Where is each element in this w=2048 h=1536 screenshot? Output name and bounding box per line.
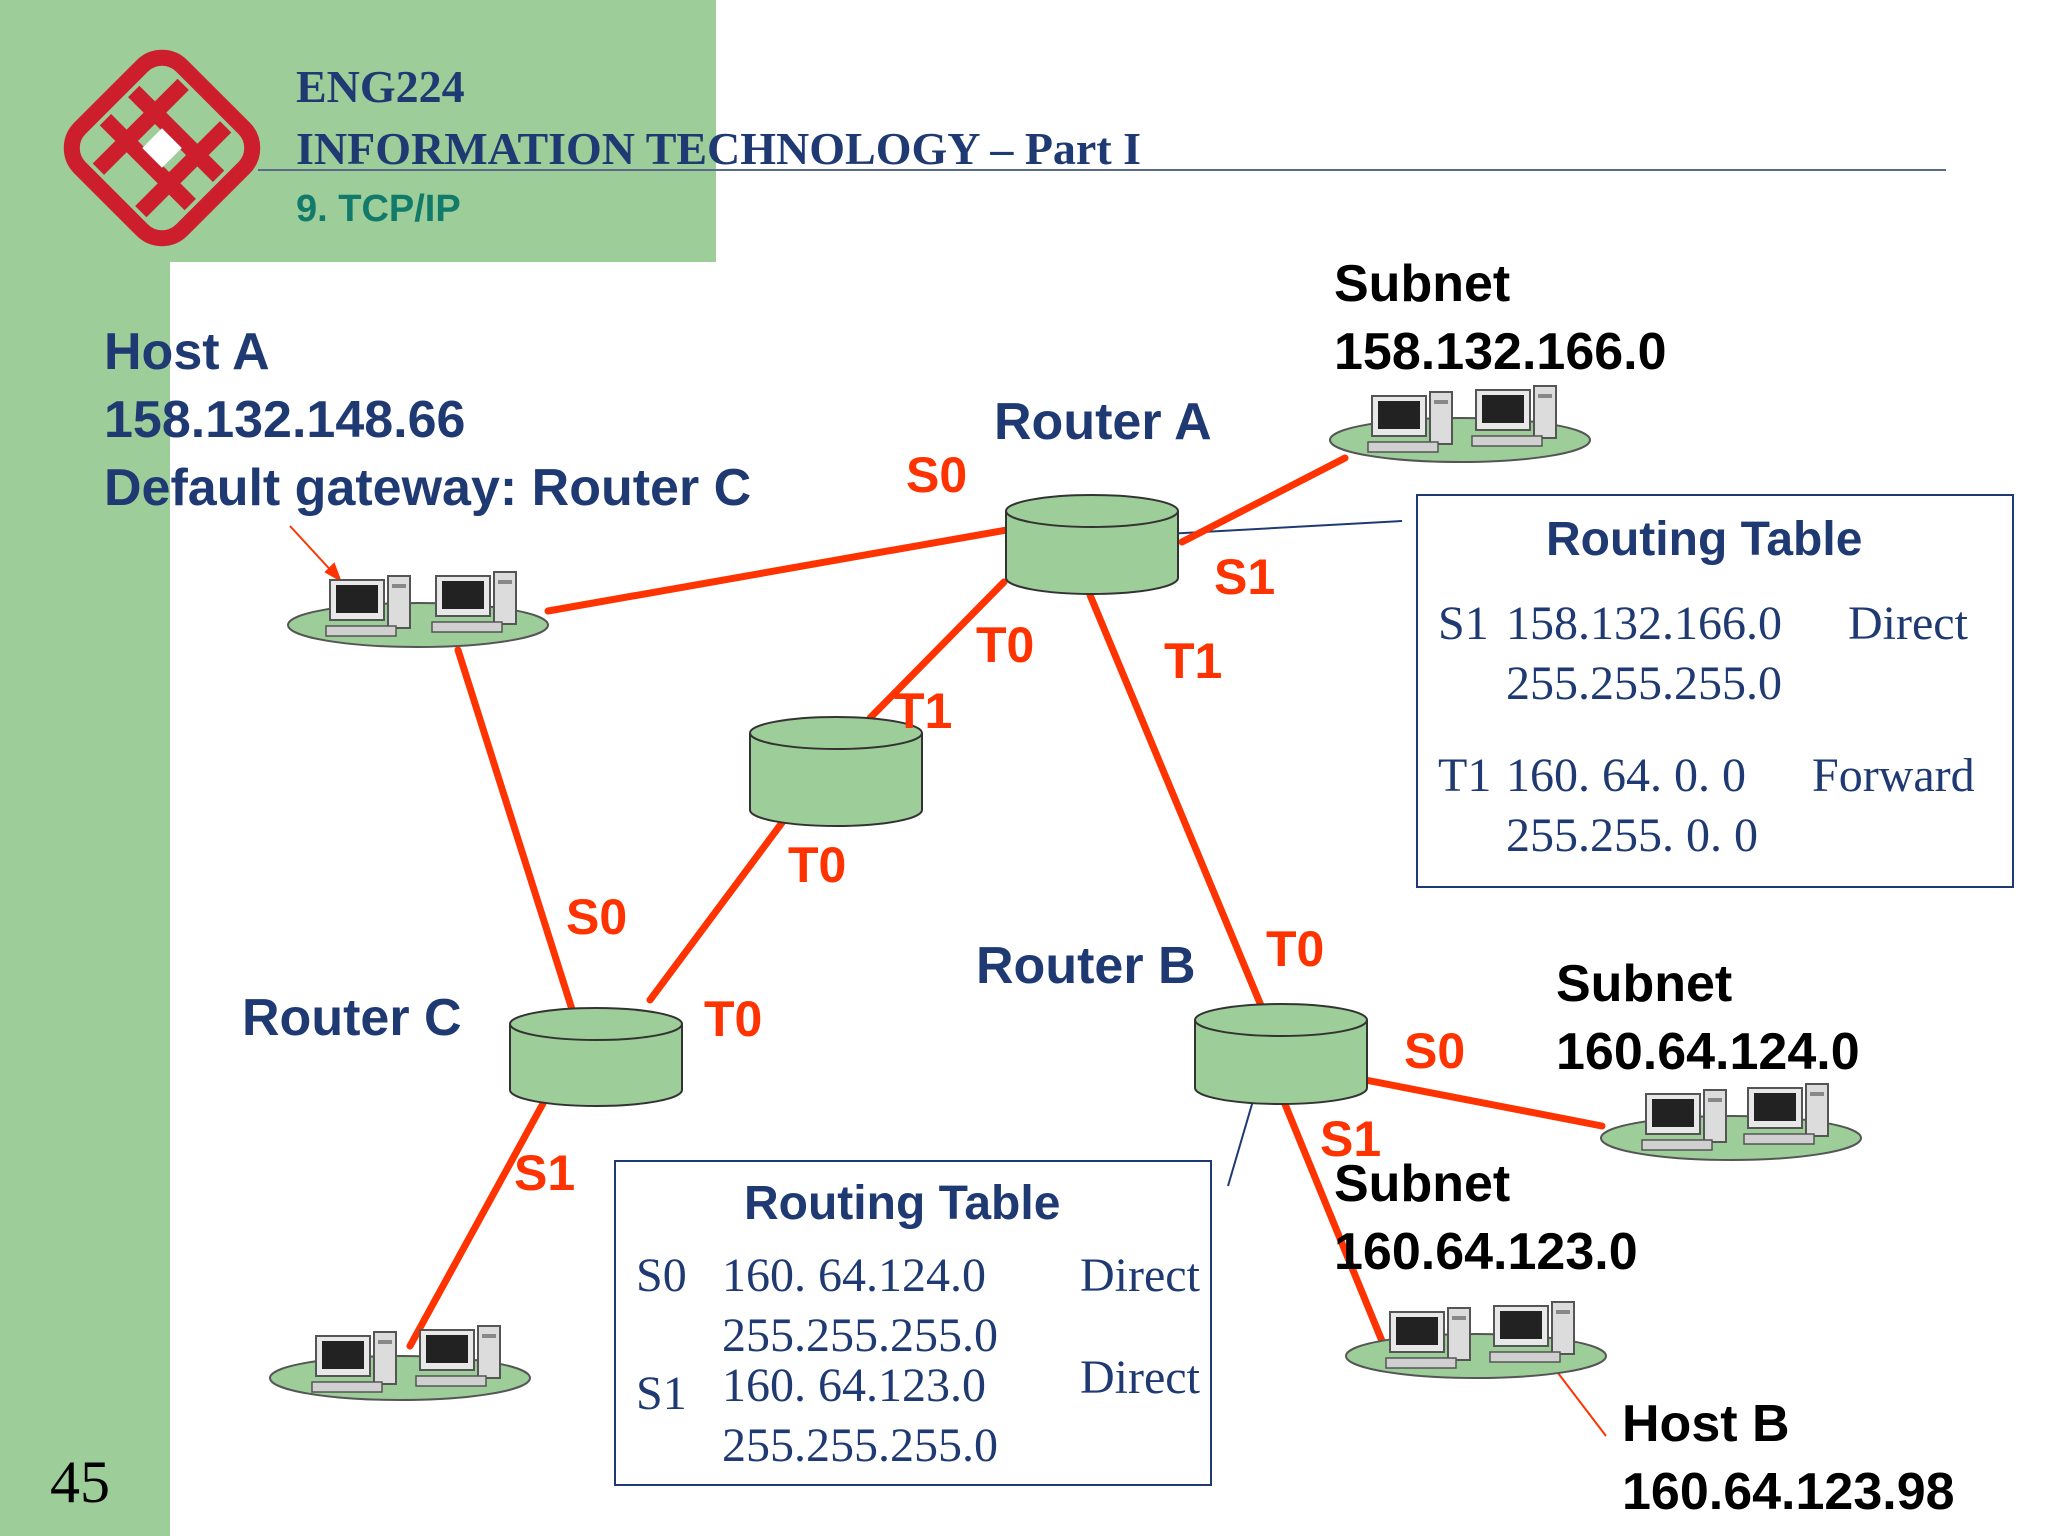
rt-a-row2-port: T1 — [1438, 749, 1492, 802]
polyu-logo-icon — [63, 49, 261, 247]
router-b-icon — [1194, 1003, 1368, 1105]
subnet-right-label: Subnet — [1556, 955, 1733, 1013]
course-title: INFORMATION TECHNOLOGY – Part I — [296, 123, 1142, 174]
rt-b-row2-port: S1 — [636, 1367, 687, 1420]
course-code: ENG224 — [296, 61, 465, 112]
port-label-c-t0: T0 — [704, 991, 763, 1047]
router-mid-icon — [749, 716, 923, 827]
port-label-b-t0: T0 — [1266, 921, 1325, 977]
subnet-top-label: Subnet — [1334, 255, 1511, 313]
routing-table-router-b: Routing Table S0 160. 64.124.0 Direct 25… — [614, 1160, 1212, 1486]
port-label-mid-t0: T0 — [788, 837, 847, 893]
link-routerb-subnet-right — [1346, 1073, 1606, 1130]
host-a-pointer-head — [324, 562, 342, 583]
lan-subnet-bottom-icon — [1345, 1301, 1607, 1379]
host-b-ip: 160.64.123.98 — [1622, 1463, 1955, 1521]
lan-subnet-top-icon — [1329, 385, 1591, 463]
rt-b-row2-mask: 255.255.255.0 — [722, 1419, 998, 1472]
rt-b-row1-port: S0 — [636, 1249, 687, 1302]
port-label-c-s0: S0 — [566, 889, 628, 945]
link-routera-routerb — [1086, 591, 1266, 1012]
section-title: 9. TCP/IP — [296, 188, 461, 230]
link-routera-mid — [866, 578, 1008, 722]
rt-b-row2-network: 160. 64.123.0 — [722, 1359, 986, 1412]
router-b-label: Router B — [976, 937, 1196, 995]
link-mid-routerc — [646, 816, 788, 1004]
port-label-a-s1: S1 — [1214, 549, 1276, 605]
routing-table-title: Routing Table — [744, 1177, 1061, 1230]
port-label-b-s1: S1 — [1320, 1111, 1382, 1167]
rt-b-row1-mask: 255.255.255.0 — [722, 1309, 998, 1362]
rt-b-row1-action: Direct — [1080, 1249, 1200, 1302]
router-a-icon — [1005, 494, 1179, 595]
rt-a-row2-action: Forward — [1812, 749, 1975, 802]
host-b-name: Host B — [1622, 1395, 1790, 1453]
router-c-label: Router C — [242, 989, 462, 1047]
routing-table-title: Routing Table — [1546, 513, 1863, 566]
host-a-gateway: Default gateway: Router C — [104, 459, 752, 517]
host-a-ip: 158.132.148.66 — [104, 391, 466, 449]
port-label-a-s0: S0 — [906, 447, 968, 503]
rt-a-row1-network: 158.132.166.0 — [1506, 597, 1782, 650]
rt-a-row2-network: 160. 64. 0. 0 — [1506, 749, 1746, 802]
port-label-b-s0: S0 — [1404, 1023, 1466, 1079]
subnet-right-ip: 160.64.124.0 — [1556, 1023, 1860, 1081]
lan-host-a-icon — [287, 571, 549, 648]
lan-bottom-left-icon — [269, 1325, 531, 1401]
link-hosta-routerc — [454, 646, 580, 1026]
link-routerb-subnet-bottom — [1276, 1088, 1386, 1345]
port-label-c-s1: S1 — [514, 1145, 576, 1201]
link-routerc-subnet-bl — [406, 1094, 550, 1350]
subnet-bottom-label: Subnet — [1334, 1155, 1511, 1213]
router-c-icon — [509, 1007, 683, 1107]
router-a-label: Router A — [994, 393, 1212, 451]
port-label-mid-t1: T1 — [894, 683, 953, 739]
host-a-name: Host A — [104, 323, 270, 381]
port-label-a-t1: T1 — [1164, 633, 1223, 689]
page-number: 45 — [50, 1449, 110, 1515]
rt-a-row1-action: Direct — [1848, 597, 1968, 650]
rt-b-row1-network: 160. 64.124.0 — [722, 1249, 986, 1302]
routing-table-router-a: Routing Table S1 158.132.166.0 Direct 25… — [1416, 494, 2014, 888]
subnet-top-ip: 158.132.166.0 — [1334, 323, 1667, 381]
port-label-a-t0: T0 — [976, 617, 1035, 673]
lan-subnet-right-icon — [1600, 1083, 1862, 1161]
rt-b-row2-action: Direct — [1080, 1351, 1200, 1404]
rt-a-row1-mask: 255.255.255.0 — [1506, 657, 1782, 710]
link-hosta-routera — [544, 524, 1022, 615]
header-rule — [258, 169, 1946, 171]
rt-a-row2-mask: 255.255. 0. 0 — [1506, 809, 1758, 862]
link-routera-subnet-top — [1178, 454, 1349, 546]
rt-a-row1-port: S1 — [1438, 597, 1489, 650]
subnet-bottom-ip: 160.64.123.0 — [1334, 1223, 1638, 1281]
host-a-pointer — [289, 525, 337, 577]
